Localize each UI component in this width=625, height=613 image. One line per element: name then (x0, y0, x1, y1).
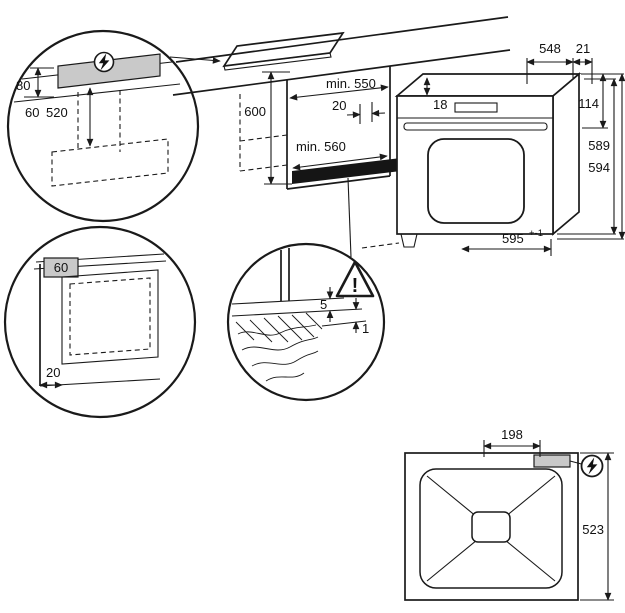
worktop-front-edge (172, 49, 511, 96)
electrical-icon (569, 454, 604, 478)
cavity-outline (419, 468, 563, 589)
detail-circle (6, 29, 200, 223)
dim-label-594: 594 (588, 160, 610, 175)
hidden-shelf-line (239, 164, 288, 172)
floor-reference-line (361, 242, 400, 249)
cavity-center-plate (471, 511, 511, 543)
warning-exclamation: ! (352, 275, 359, 297)
detail-circle (3, 225, 197, 419)
oven-side-face (552, 72, 580, 236)
hidden-appliance-outline (69, 277, 151, 356)
gap-detail: 5 1 ! (226, 242, 386, 402)
connection-area (533, 454, 571, 468)
worktop-edge-magnified (13, 83, 181, 103)
oven-door-window (427, 138, 525, 224)
corner-detail: 60 20 (3, 225, 197, 419)
dim-label-5: 5 (320, 297, 327, 312)
hidden-shelf-line (239, 134, 288, 142)
dim-label-595: 595 (502, 231, 524, 246)
niche-bottom-panel (292, 158, 401, 184)
oven-front-face (396, 95, 554, 235)
dim-label-20: 20 (332, 98, 346, 113)
worktop-line (231, 308, 363, 317)
electrical-connection-detail: 80 60 520 (6, 29, 200, 223)
dim-line-min-550 (289, 84, 389, 101)
dim-label-548: 548 (539, 41, 561, 56)
dim-label-1: 1 (362, 321, 369, 336)
gap-detail-leader (347, 177, 352, 258)
detail-pointer-arrow (169, 56, 221, 64)
dim-label-18: 18 (433, 97, 447, 112)
dim-label-589: 589 (588, 138, 610, 153)
worktop-back-edge (175, 16, 509, 63)
dim-arrow-20 (346, 111, 361, 119)
dim-label-198: 198 (501, 427, 523, 442)
dim-label-60: 60 (25, 105, 39, 120)
inner-cabinet-wall (61, 269, 159, 365)
dim-label-21: 21 (576, 41, 590, 56)
dim-label-min-560: min. 560 (296, 139, 346, 154)
dim-label-20: 20 (46, 365, 60, 380)
oven-display (454, 102, 498, 113)
oven-body-outline (404, 452, 579, 601)
dim-label-80: 80 (16, 78, 30, 93)
dim-label-60: 60 (54, 260, 68, 275)
oven-top-face (394, 73, 582, 97)
dim-label-114: 114 (578, 96, 599, 111)
electrical-icon (93, 51, 115, 73)
dim-label-523: 523 (582, 522, 604, 537)
niche-bottom-edge (286, 175, 391, 190)
dim-line-min-560 (292, 153, 388, 171)
dim-label-520: 520 (46, 105, 68, 120)
oven-foot (400, 233, 418, 248)
worktop-line (231, 297, 345, 305)
oven-front-view: 548 21 18 114 589 594 595 +-1 (361, 41, 625, 256)
hob-cutout (222, 31, 345, 68)
hidden-cabinet-outline (51, 138, 169, 187)
oven-handle (403, 122, 548, 131)
oven-top-reference-line (321, 320, 367, 327)
detail-circle (226, 242, 386, 402)
dim-arrow-20 (371, 109, 386, 117)
dim-label-595-tolerance: +-1 (529, 228, 543, 239)
oven-top-view: 198 523 (404, 427, 614, 601)
wood-grain-hatch (235, 312, 323, 382)
niche-drawing: min. 550 600 20 min. 560 (169, 16, 511, 258)
connection-box-top-view (43, 257, 79, 278)
warning-icon: ! (335, 260, 375, 298)
dim-label-600: 600 (244, 104, 266, 119)
